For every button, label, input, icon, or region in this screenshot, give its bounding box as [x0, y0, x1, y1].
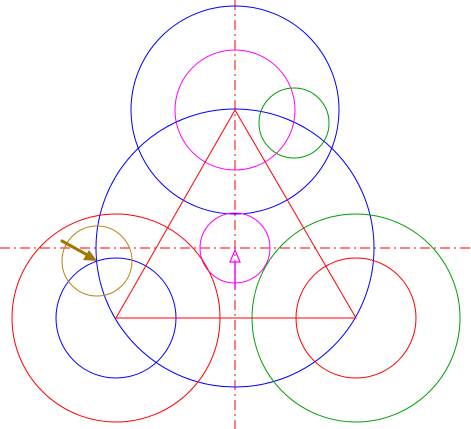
top-magenta-circle	[174, 49, 296, 171]
large-blue-center-circle	[95, 108, 375, 388]
top-blue-circle	[130, 5, 340, 215]
magenta-arrow-icon	[229, 248, 241, 289]
olive-circle	[61, 225, 133, 297]
olive-arrow-icon	[60, 239, 97, 261]
top-right-green-circle	[258, 87, 330, 159]
red-triangle	[115, 108, 357, 319]
